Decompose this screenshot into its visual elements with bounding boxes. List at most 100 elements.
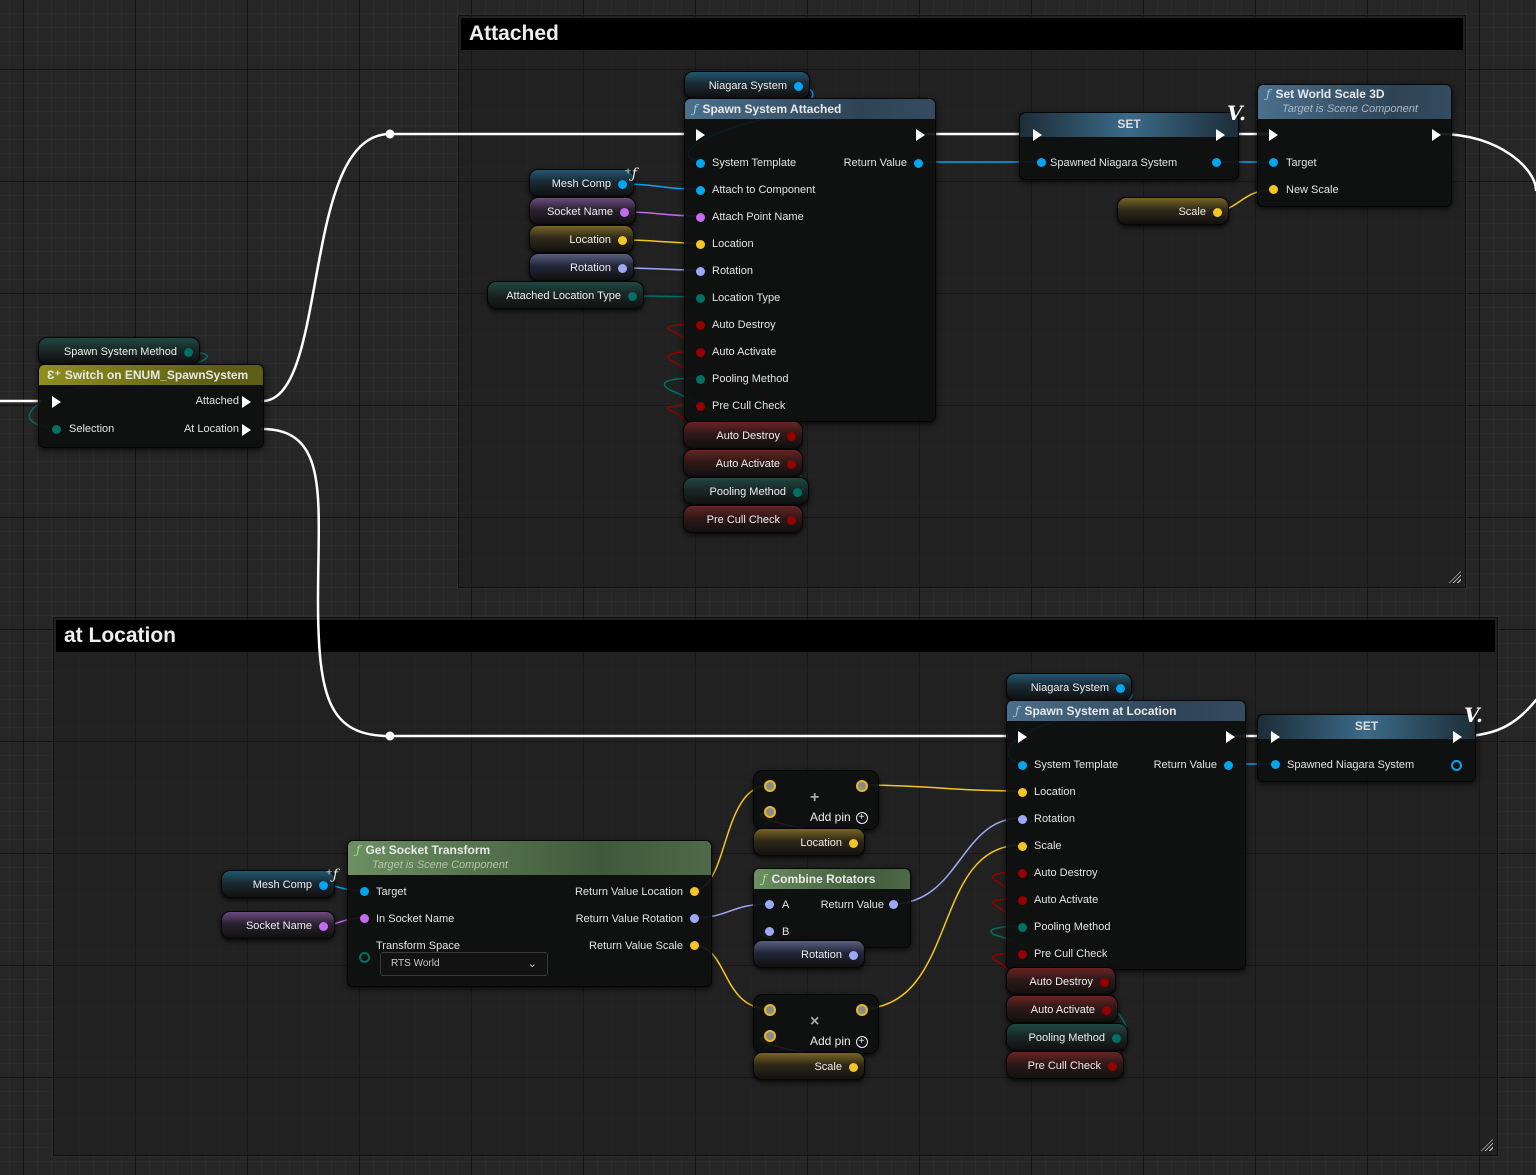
auto-activate-var[interactable]: Auto Activate xyxy=(683,449,803,477)
mesh-comp-var[interactable]: Mesh Comp ⁺ƒ xyxy=(221,867,338,898)
target-pin[interactable] xyxy=(360,887,369,896)
exec-out-pin[interactable] xyxy=(916,129,925,141)
resize-handle-icon[interactable] xyxy=(1481,1139,1493,1151)
pre-cull-check-var[interactable]: Pre Cull Check xyxy=(1006,1051,1124,1079)
input-pin[interactable] xyxy=(696,348,705,357)
input-pin[interactable] xyxy=(696,186,705,195)
input-pin[interactable] xyxy=(1018,923,1027,932)
input-a-pin[interactable] xyxy=(764,1004,776,1016)
set-node-at-location[interactable]: SET V. Spawned Niagara System xyxy=(1257,703,1483,782)
auto-destroy-var[interactable]: Auto Destroy xyxy=(1006,967,1116,995)
var-output-pin[interactable] xyxy=(618,180,627,189)
return-value-scale-pin[interactable] xyxy=(690,941,699,950)
spawned-niagara-system-out-pin[interactable] xyxy=(1212,158,1221,167)
return-value-location-pin[interactable] xyxy=(690,887,699,896)
exec-in-pin[interactable] xyxy=(1271,731,1280,743)
input-pin[interactable] xyxy=(1018,788,1027,797)
input-pin[interactable] xyxy=(1018,842,1027,851)
location-var[interactable]: Location xyxy=(753,828,865,856)
attached-location-type-var[interactable]: Attached Location Type xyxy=(487,281,644,309)
input-pin[interactable] xyxy=(1018,761,1027,770)
return-value-pin[interactable] xyxy=(889,900,898,909)
auto-destroy-var[interactable]: Auto Destroy xyxy=(683,421,803,449)
return-value-pin[interactable] xyxy=(1224,761,1233,770)
var-output-pin[interactable] xyxy=(618,236,627,245)
input-a-pin[interactable] xyxy=(764,780,776,792)
input-pin[interactable] xyxy=(696,294,705,303)
output-pin[interactable] xyxy=(856,1004,868,1016)
exec-in-pin[interactable] xyxy=(1269,129,1278,141)
socket-name-var[interactable]: Socket Name xyxy=(221,911,335,939)
input-pin[interactable] xyxy=(696,159,705,168)
var-output-pin[interactable] xyxy=(1112,1034,1121,1043)
output-pin[interactable] xyxy=(856,780,868,792)
exec-in-pin[interactable] xyxy=(52,396,61,408)
auto-activate-var[interactable]: Auto Activate xyxy=(1006,995,1118,1023)
spawned-niagara-system-in-pin[interactable] xyxy=(1037,158,1046,167)
name-pin[interactable] xyxy=(319,922,328,931)
exec-in-pin[interactable] xyxy=(1018,731,1027,743)
spawned-niagara-system-out-pin[interactable] xyxy=(1451,760,1462,771)
input-pin[interactable] xyxy=(1018,896,1027,905)
input-pin[interactable] xyxy=(696,240,705,249)
var-output-pin[interactable] xyxy=(618,264,627,273)
pooling-method-var[interactable]: Pooling Method xyxy=(683,477,809,505)
return-value-rotation-pin[interactable] xyxy=(690,914,699,923)
var-output-pin[interactable] xyxy=(620,208,629,217)
var-output-pin[interactable] xyxy=(787,432,796,441)
object-pin[interactable] xyxy=(1116,684,1125,693)
input-b-pin[interactable] xyxy=(764,806,776,818)
comment-title[interactable]: at Location xyxy=(56,620,1495,652)
selection-pin[interactable] xyxy=(52,425,61,434)
socket-name-var[interactable]: Socket Name xyxy=(529,197,636,225)
exec-out-attached-pin[interactable] xyxy=(242,396,251,408)
new-scale-pin[interactable] xyxy=(1269,185,1278,194)
add-pin-button[interactable]: Add pin+ xyxy=(810,810,868,824)
in-socket-name-pin[interactable] xyxy=(360,914,369,923)
target-pin[interactable] xyxy=(1269,158,1278,167)
spawn-system-method-var[interactable]: Spawn System Method xyxy=(38,337,200,365)
rotation-var[interactable]: Rotation xyxy=(753,940,865,968)
transform-space-pin[interactable] xyxy=(359,952,370,963)
switch-on-enum-node[interactable]: Ɛ⁺Switch on ENUM_SpawnSystem Selection A… xyxy=(38,364,264,448)
var-output-pin[interactable] xyxy=(1108,1062,1117,1071)
input-pin[interactable] xyxy=(696,375,705,384)
add-pin-button[interactable]: Add pin+ xyxy=(810,1034,868,1048)
rotation-var[interactable]: Rotation xyxy=(529,253,634,281)
mesh-comp-var[interactable]: Mesh Comp⁺ƒ xyxy=(529,166,637,197)
exec-out-at-location-pin[interactable] xyxy=(242,424,251,436)
pooling-method-var[interactable]: Pooling Method xyxy=(1006,1023,1128,1051)
var-output-pin[interactable] xyxy=(1102,1006,1111,1015)
var-output-pin[interactable] xyxy=(628,292,637,301)
niagara-system-var[interactable]: Niagara System xyxy=(684,71,810,99)
vector-pin[interactable] xyxy=(849,1063,858,1072)
input-b-pin[interactable] xyxy=(764,1030,776,1042)
exec-out-pin[interactable] xyxy=(1432,129,1441,141)
vector-multiply-node[interactable]: × Add pin+ xyxy=(753,994,879,1054)
var-output-pin[interactable] xyxy=(1100,978,1109,987)
location-var[interactable]: Location xyxy=(529,225,634,253)
resize-handle-icon[interactable] xyxy=(1449,571,1461,583)
enum-pin[interactable] xyxy=(184,348,193,357)
comment-title[interactable]: Attached xyxy=(461,18,1463,50)
input-pin[interactable] xyxy=(1018,869,1027,878)
exec-in-pin[interactable] xyxy=(1033,129,1042,141)
exec-out-pin[interactable] xyxy=(1453,731,1462,743)
rotator-pin[interactable] xyxy=(849,951,858,960)
transform-space-dropdown[interactable]: RTS World ⌄ xyxy=(380,952,548,976)
input-pin[interactable] xyxy=(696,321,705,330)
object-pin[interactable] xyxy=(319,881,328,890)
object-pin[interactable] xyxy=(794,82,803,91)
exec-out-pin[interactable] xyxy=(1226,731,1235,743)
input-pin[interactable] xyxy=(696,213,705,222)
vector-add-node[interactable]: + Add pin+ xyxy=(753,770,879,830)
niagara-system-var[interactable]: Niagara System xyxy=(1006,673,1132,701)
input-a-pin[interactable] xyxy=(765,900,774,909)
var-output-pin[interactable] xyxy=(787,460,796,469)
scale-var[interactable]: Scale xyxy=(1117,197,1229,225)
vector-pin[interactable] xyxy=(1213,208,1222,217)
